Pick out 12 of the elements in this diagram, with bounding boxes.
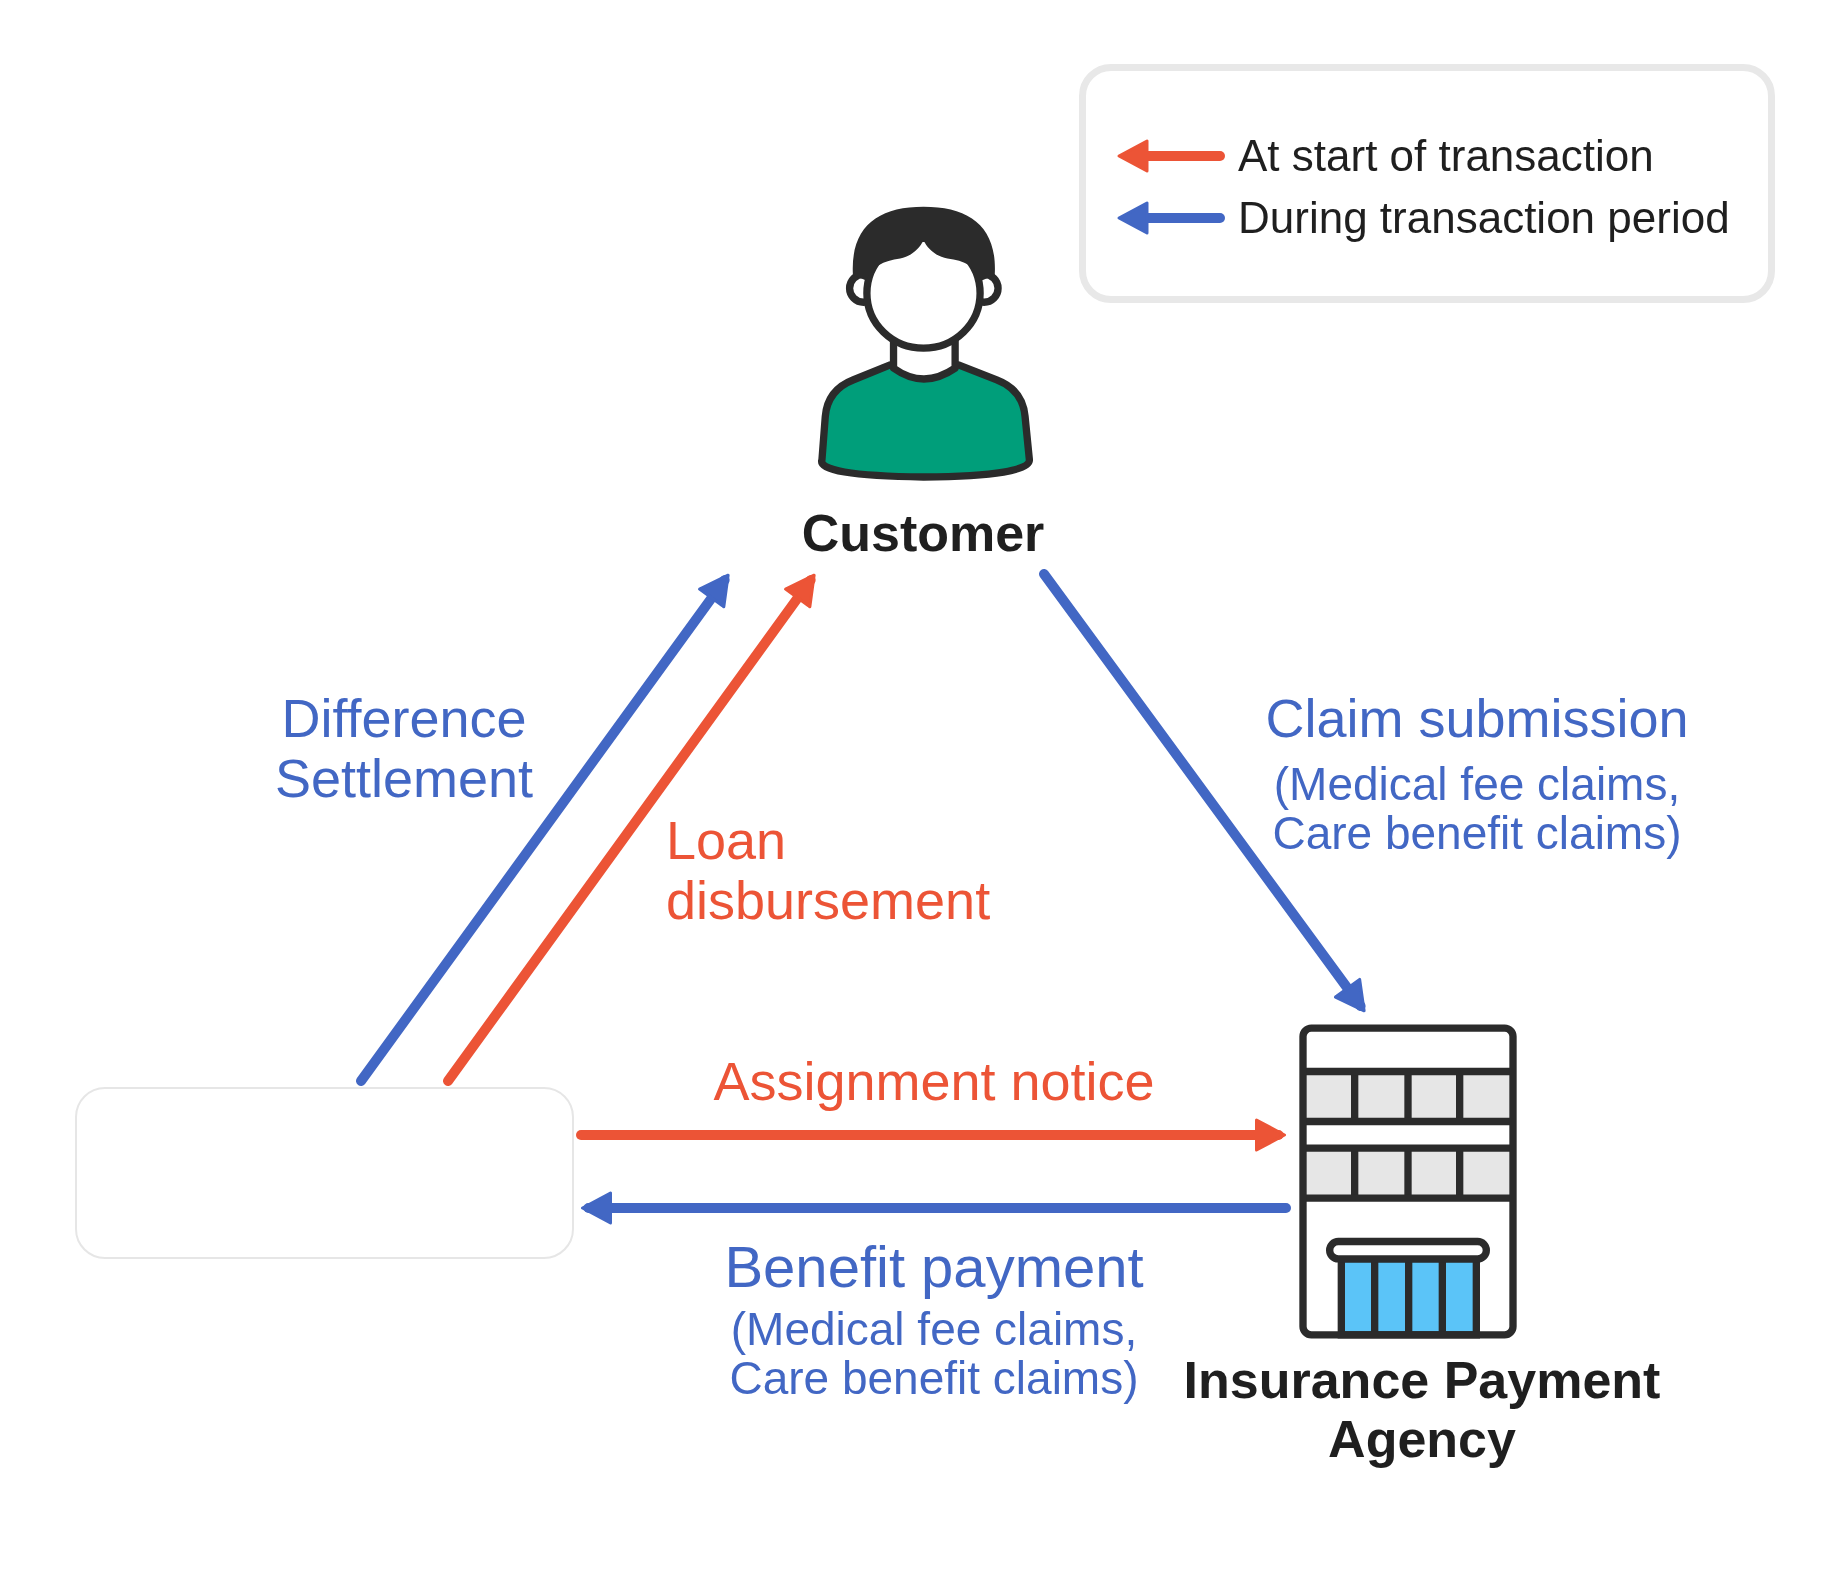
arrow — [576, 1118, 1286, 1152]
note-text: (Medical fee claims, Care benefit claims) — [728, 1305, 1140, 1403]
legend-label: At start of transaction — [1238, 130, 1654, 182]
arrow — [1039, 569, 1366, 1013]
note-text: (Medical fee claims, Care benefit claims) — [1271, 760, 1683, 858]
legend-label: During transaction period — [1238, 192, 1730, 244]
arrow — [581, 1191, 1291, 1225]
node-label: Insurance Payment Agency — [1182, 1351, 1662, 1469]
arrow — [443, 573, 816, 1086]
blank-card — [75, 1087, 574, 1259]
node-label: Customer — [801, 503, 1045, 563]
arrow — [356, 573, 730, 1086]
